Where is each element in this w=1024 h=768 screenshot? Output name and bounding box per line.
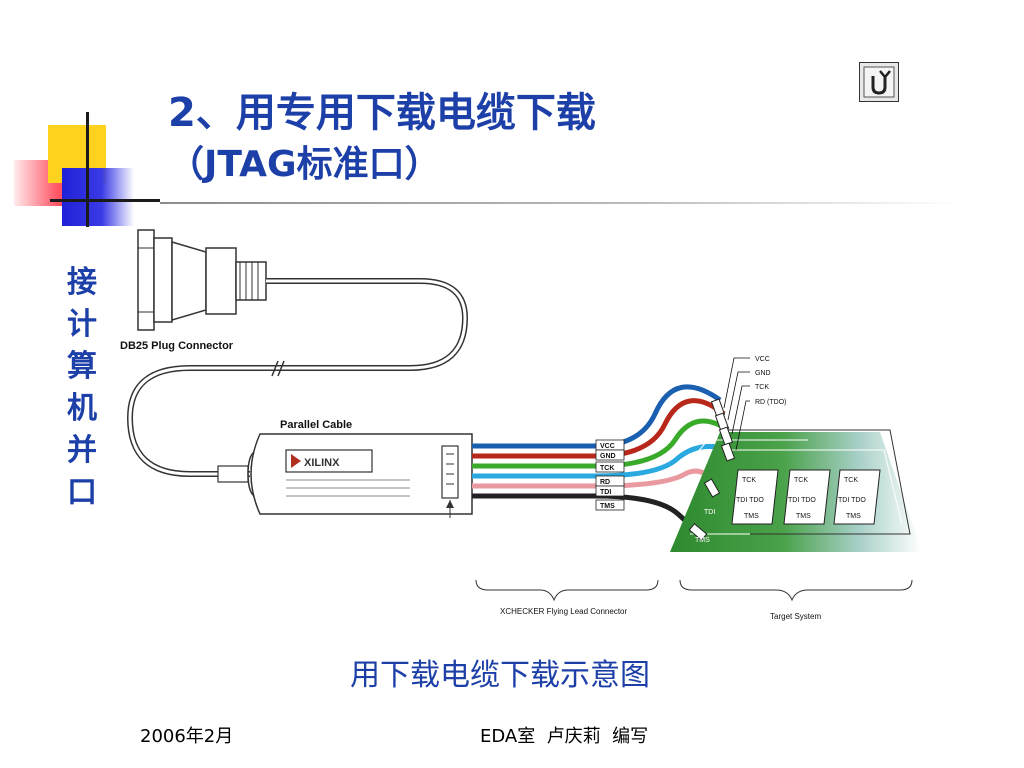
target-system-label: Target System: [770, 612, 821, 621]
chip-tck-label: TCK: [794, 477, 808, 484]
decor-horizontal-line: [50, 199, 160, 202]
slide-title: 2、用专用下载电缆下载: [168, 90, 596, 136]
slide-subtitle: （JTAG标准口）: [168, 144, 441, 185]
xilinx-pod: XILINX: [217, 433, 473, 518]
pin-label: VCC: [600, 443, 615, 450]
top-pin-label: RD (TDO): [755, 399, 787, 406]
side-label-computer-parallel-port: 接 计 算 机 并 口: [62, 262, 102, 514]
top-pin-label: VCC: [755, 356, 770, 363]
title-underline: [160, 202, 960, 204]
chip-tck-label: TCK: [844, 477, 858, 484]
xilinx-brand: XILINX: [304, 457, 340, 469]
jtag-chip-3: TCK TDI TDO TMS: [833, 469, 881, 525]
chip-tms-label: TMS: [796, 513, 811, 520]
top-pin-label: GND: [755, 370, 771, 377]
side-char: 机: [67, 391, 97, 426]
return-button[interactable]: [859, 62, 899, 102]
decor-vertical-line: [86, 112, 89, 227]
u-turn-return-icon: [863, 66, 895, 98]
footer-date: 2006年2月: [140, 726, 234, 747]
flying-lead-label: XCHECKER Flying Lead Connector: [500, 607, 628, 616]
pin-label: TDI: [600, 489, 611, 496]
chip-tdi-tdo-label: TDI TDO: [788, 497, 816, 504]
chip-tms-label: TMS: [846, 513, 861, 520]
tms-label: TMS: [695, 537, 710, 544]
side-char: 算: [67, 349, 97, 384]
target-brace: [679, 579, 913, 602]
chip-tdi-tdo-label: TDI TDO: [736, 497, 764, 504]
tdi-label: TDI: [704, 509, 715, 516]
jtag-chip-2: TCK TDI TDO TMS: [783, 469, 831, 525]
db25-label: DB25 Plug Connector: [120, 340, 234, 352]
side-char: 口: [67, 475, 97, 510]
side-char: 计: [67, 307, 97, 342]
pin-label: RD: [600, 479, 610, 486]
chip-tdi-tdo-label: TDI TDO: [838, 497, 866, 504]
top-pin-label: TCK: [755, 384, 769, 391]
top-pin-labels: VCC GND TCK RD (TDO): [723, 356, 787, 451]
flying-lead-brace: [475, 579, 659, 602]
chip-tck-label: TCK: [742, 477, 756, 484]
pin-label: GND: [600, 453, 616, 460]
db25-connector: [137, 229, 267, 331]
footer-author: EDA室 卢庆莉 编写: [480, 726, 649, 747]
side-char: 接: [67, 265, 97, 300]
jtag-chip-1: TCK TDI TDO TMS: [731, 469, 779, 525]
lead-clips: [688, 398, 736, 541]
pin-label: TCK: [600, 465, 614, 472]
pin-label-group: VCC GND TCK RD TDI TMS: [595, 439, 625, 511]
chip-tms-label: TMS: [744, 513, 759, 520]
parallel-cable-label: Parallel Cable: [280, 419, 352, 431]
side-char: 并: [67, 433, 97, 468]
pin-label: TMS: [600, 503, 615, 510]
diagram-caption: 用下载电缆下载示意图: [350, 658, 650, 693]
decor-blue-block: [62, 168, 134, 226]
download-cable-diagram: DB25 Plug Connector Parallel Cable XILIN…: [120, 229, 922, 621]
